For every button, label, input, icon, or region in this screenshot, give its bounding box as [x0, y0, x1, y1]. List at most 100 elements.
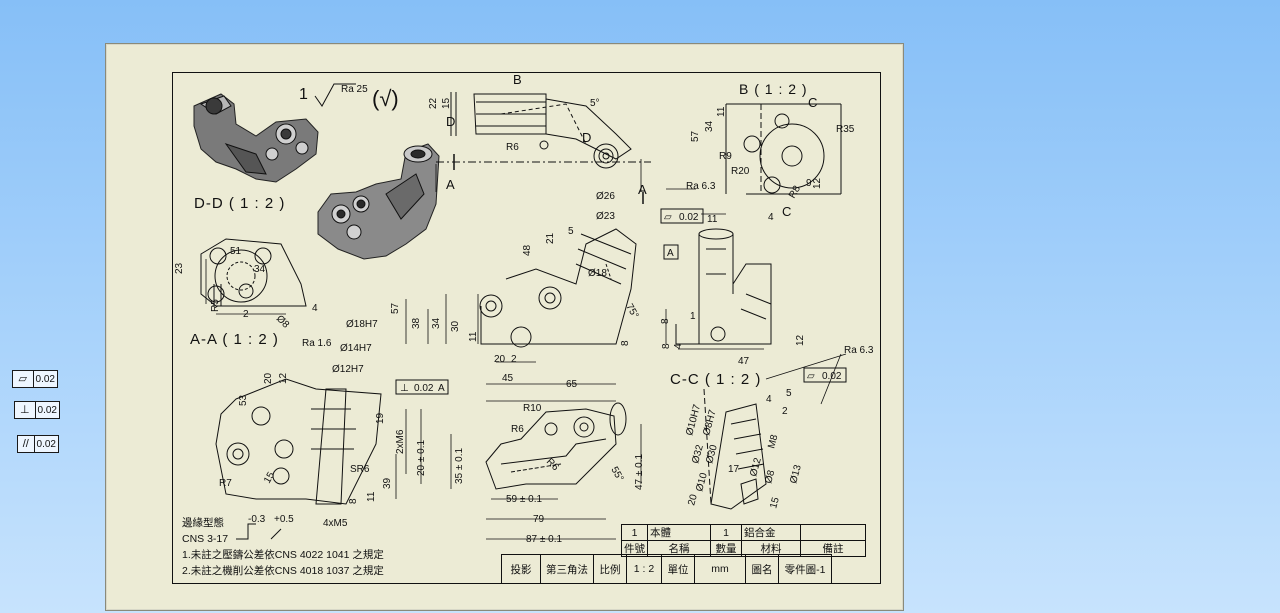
dim-22: 22	[428, 97, 439, 109]
scale-label: 比例	[593, 554, 627, 584]
dim-8deg: 8	[660, 318, 671, 324]
dim-d32: Ø32	[690, 443, 706, 465]
dim-5: 5	[568, 226, 574, 237]
ra63-top: Ra 6.3	[686, 181, 716, 192]
dim-79: 79	[533, 514, 545, 525]
dim-1: 1	[690, 311, 696, 322]
part-name: 本體	[647, 524, 711, 541]
dim-r20: R20	[731, 166, 750, 177]
perp-symbol: ⊥	[400, 383, 409, 394]
perpendicularity-tolerance-frame[interactable]: ⊥ 0.02	[14, 401, 60, 419]
dim-12c: 12	[795, 334, 806, 346]
dim-65: 65	[566, 379, 578, 390]
dim-4d: 4	[312, 303, 318, 314]
dim-34b: 34	[431, 317, 442, 329]
section-d-letter-2: D	[582, 130, 591, 145]
dim-35pm: 35 ± 0.1	[454, 447, 465, 484]
dim-30: 30	[450, 320, 461, 332]
header-remark: 備註	[800, 540, 866, 557]
dim-39: 39	[382, 477, 393, 489]
dim-20c: 20	[686, 493, 700, 507]
dim-r9: R9	[719, 151, 732, 162]
dim-d23: Ø23	[596, 211, 615, 222]
dim-15a: 15	[262, 470, 277, 486]
part-no: 1	[621, 524, 648, 541]
dim-53: 53	[238, 394, 249, 406]
drawing-frame	[172, 72, 881, 584]
view-bottom	[485, 402, 627, 490]
edge-standard: CNS 3-17	[182, 533, 229, 545]
dim-2c: 2	[782, 406, 788, 417]
table-row: 投影 第三角法 比例 1 : 2 單位 mm 圖名 零件圖-1	[501, 554, 832, 584]
part-remark	[800, 524, 866, 541]
view-cc-title: C-C ( 1 : 2 )	[670, 371, 762, 388]
section-c-letter-2: C	[782, 204, 791, 219]
dim-r35: R35	[836, 124, 855, 135]
table-row: 1 本體 1 鋁合金	[621, 524, 866, 541]
datum-a-box: A	[667, 248, 674, 259]
dim-5deg: 5°	[590, 98, 600, 109]
dim-75deg: 75°	[623, 302, 640, 321]
view-aa	[215, 378, 382, 505]
tolerance-value: 0.02	[36, 438, 56, 450]
ra16-label: Ra 1.6	[302, 338, 332, 349]
dim-d18: Ø18	[588, 268, 607, 279]
part-material: 鋁合金	[741, 524, 801, 541]
edge-minus: -0.3	[248, 514, 266, 525]
drawing-canvas: 1 Ra 25 (√) B D D A A C C 22 15 5° R6 57…	[174, 72, 874, 545]
dim-59pm: 59 ± 0.1	[506, 494, 543, 505]
iso-view-2	[317, 143, 440, 260]
section-b-letter: B	[513, 72, 522, 87]
dim-d12h7: Ø12H7	[332, 364, 364, 375]
perpendicularity-icon: ⊥	[15, 402, 36, 418]
dim-15: 15	[441, 97, 452, 109]
dim-m6: 2xM6	[395, 429, 406, 454]
view-dd-title: D-D ( 1 : 2 )	[194, 195, 286, 212]
title-block: 投影 第三角法 比例 1 : 2 單位 mm 圖名 零件圖-1	[501, 554, 832, 584]
section-a-letter-2: A	[638, 182, 647, 197]
dim-r6: R6	[506, 142, 519, 153]
dim-11a: 11	[366, 491, 377, 502]
flat-value-cc: 0.02	[822, 371, 842, 382]
dim-21: 21	[545, 232, 556, 244]
dim-51: 51	[230, 246, 242, 257]
dim-m8: M8	[766, 433, 780, 450]
dim-2: 2	[511, 354, 517, 365]
scale-value: 1 : 2	[626, 554, 662, 584]
header-qty: 數量	[710, 540, 742, 557]
top-view	[436, 92, 651, 169]
edge-title: 邊緣型態	[182, 517, 224, 529]
edge-plus: +0.5	[274, 514, 294, 525]
dim-34: 34	[704, 120, 715, 132]
dim-r6b: R6	[511, 424, 524, 435]
dim-8: 8	[620, 340, 631, 346]
flatness-tolerance-frame[interactable]: ▱ 0.02	[12, 370, 58, 388]
parallelism-tolerance-frame[interactable]: // 0.02	[17, 435, 59, 453]
dim-11b: 11	[468, 331, 479, 342]
dim-17: 17	[728, 464, 740, 475]
dim-r6c: R6	[544, 456, 561, 473]
view-front	[479, 228, 637, 348]
dim-15c: 15	[768, 496, 782, 510]
dim-r5: R5	[210, 299, 221, 312]
tolerance-value: 0.02	[37, 404, 57, 416]
dim-48: 48	[522, 244, 533, 256]
dim-4c: 4	[673, 343, 684, 349]
note-1: 1.未註之壓鑄公差依CNS 4022 1041 之規定	[182, 549, 384, 561]
dim-20: 20	[494, 354, 506, 365]
section-a-letter: A	[446, 177, 455, 192]
dim-4: 4	[768, 212, 774, 223]
dim-d13: Ø13	[788, 463, 804, 485]
drawing-sheet[interactable]: 1 Ra 25 (√) B D D A A C C 22 15 5° R6 57…	[105, 43, 904, 611]
dim-m5: 4xM5	[323, 518, 348, 529]
dim-d14h7: Ø14H7	[340, 343, 372, 354]
table-header-row: 件號 名稱 數量 材料 備註	[621, 540, 866, 557]
dim-d8h7: Ø8H7	[701, 408, 718, 437]
dim-87pm: 87 ± 0.1	[526, 534, 563, 545]
projection-label: 投影	[501, 554, 541, 584]
view-dd	[200, 238, 307, 307]
dim-8c: 8	[661, 343, 672, 349]
dim-57b: 57	[390, 302, 401, 314]
dim-d8: Ø8	[274, 313, 292, 331]
dim-d8c: Ø8	[763, 469, 777, 485]
